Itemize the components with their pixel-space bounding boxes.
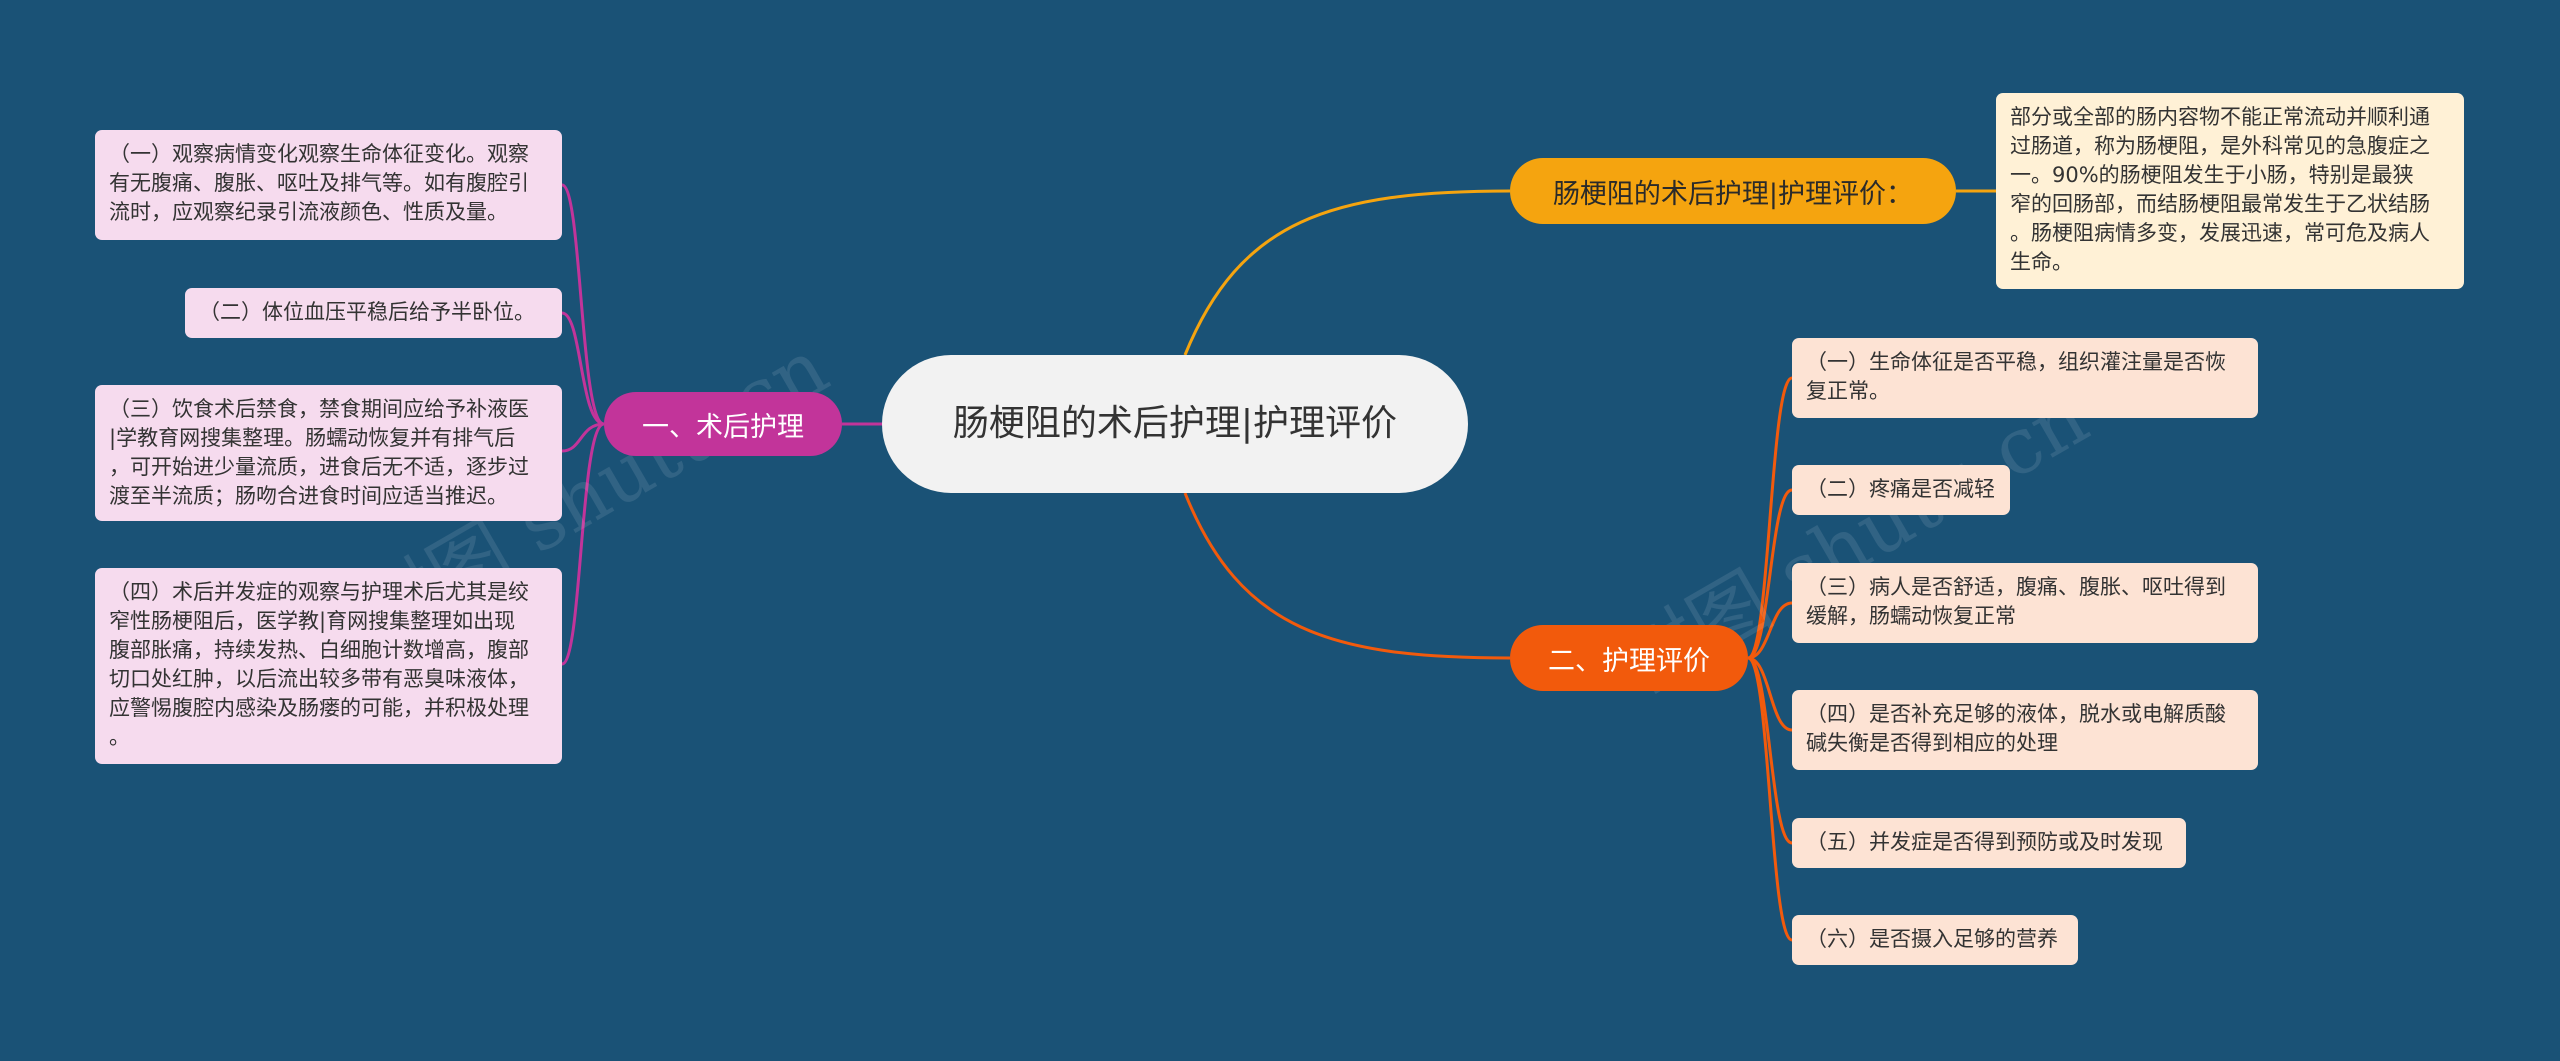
connector-left-leaf-3 [561,422,605,453]
leaf-definition[interactable]: 部分或全部的肠内容物不能正常流动并顺利通 过肠道，称为肠梗阻，是外科常见的急腹症… [1996,93,2464,289]
branch-postoperative-care-label: 一、术后护理 [642,411,804,443]
connector-right-leaf-4 [1747,656,1793,732]
connector-left-leaf-4 [561,422,605,666]
leaf-eval-6[interactable]: （六）是否摄入足够的营养 [1792,915,2078,965]
leaf-postop-1[interactable]: （一）观察病情变化观察生命体征变化。观察 有无腹痛、腹胀、呕吐及排气等。如有腹腔… [95,130,562,240]
branch-definition-label: 肠梗阻的术后护理|护理评价： [1552,178,1914,210]
leaf-postop-4[interactable]: （四）术后并发症的观察与护理术后尤其是绞 窄性肠梗阻后，医学教|育网搜集整理如出… [95,568,562,764]
connector-center-top [1183,189,1511,356]
branch-nursing-evaluation[interactable]: 二、护理评价 [1510,625,1748,691]
leaf-eval-4[interactable]: （四）是否补充足够的液体，脱水或电解质酸 碱失衡是否得到相应的处理 [1792,690,2258,770]
leaf-postop-3[interactable]: （三）饮食术后禁食，禁食期间应给予补液医 |学教育网搜集整理。肠蠕动恢复并有排气… [95,385,562,521]
central-topic[interactable]: 肠梗阻的术后护理|护理评价 [882,355,1468,493]
connector-right-leaf-3 [1747,601,1793,660]
branch-definition[interactable]: 肠梗阻的术后护理|护理评价： [1510,158,1956,224]
central-topic-label: 肠梗阻的术后护理|护理评价 [952,403,1398,444]
leaf-eval-1[interactable]: （一）生命体征是否平稳，组织灌注量是否恢 复正常。 [1792,338,2258,418]
connector-center-right [1183,492,1511,660]
branch-postoperative-care[interactable]: 一、术后护理 [604,392,842,456]
branch-nursing-evaluation-label: 二、护理评价 [1548,645,1710,677]
connector-left-leaf-1 [561,183,605,426]
connector-right-leaf-2 [1747,488,1793,660]
connector-right-leaf-1 [1747,376,1793,660]
connector-right-leaf-6 [1747,656,1793,942]
leaf-eval-5[interactable]: （五）并发症是否得到预防或及时发现 [1792,818,2186,868]
leaf-eval-3[interactable]: （三）病人是否舒适，腹痛、腹胀、呕吐得到 缓解，肠蠕动恢复正常 [1792,563,2258,643]
leaf-postop-2[interactable]: （二）体位血压平稳后给予半卧位。 [185,288,562,338]
connector-left-leaf-2 [561,311,605,426]
leaf-eval-2[interactable]: （二）疼痛是否减轻 [1792,465,2010,515]
